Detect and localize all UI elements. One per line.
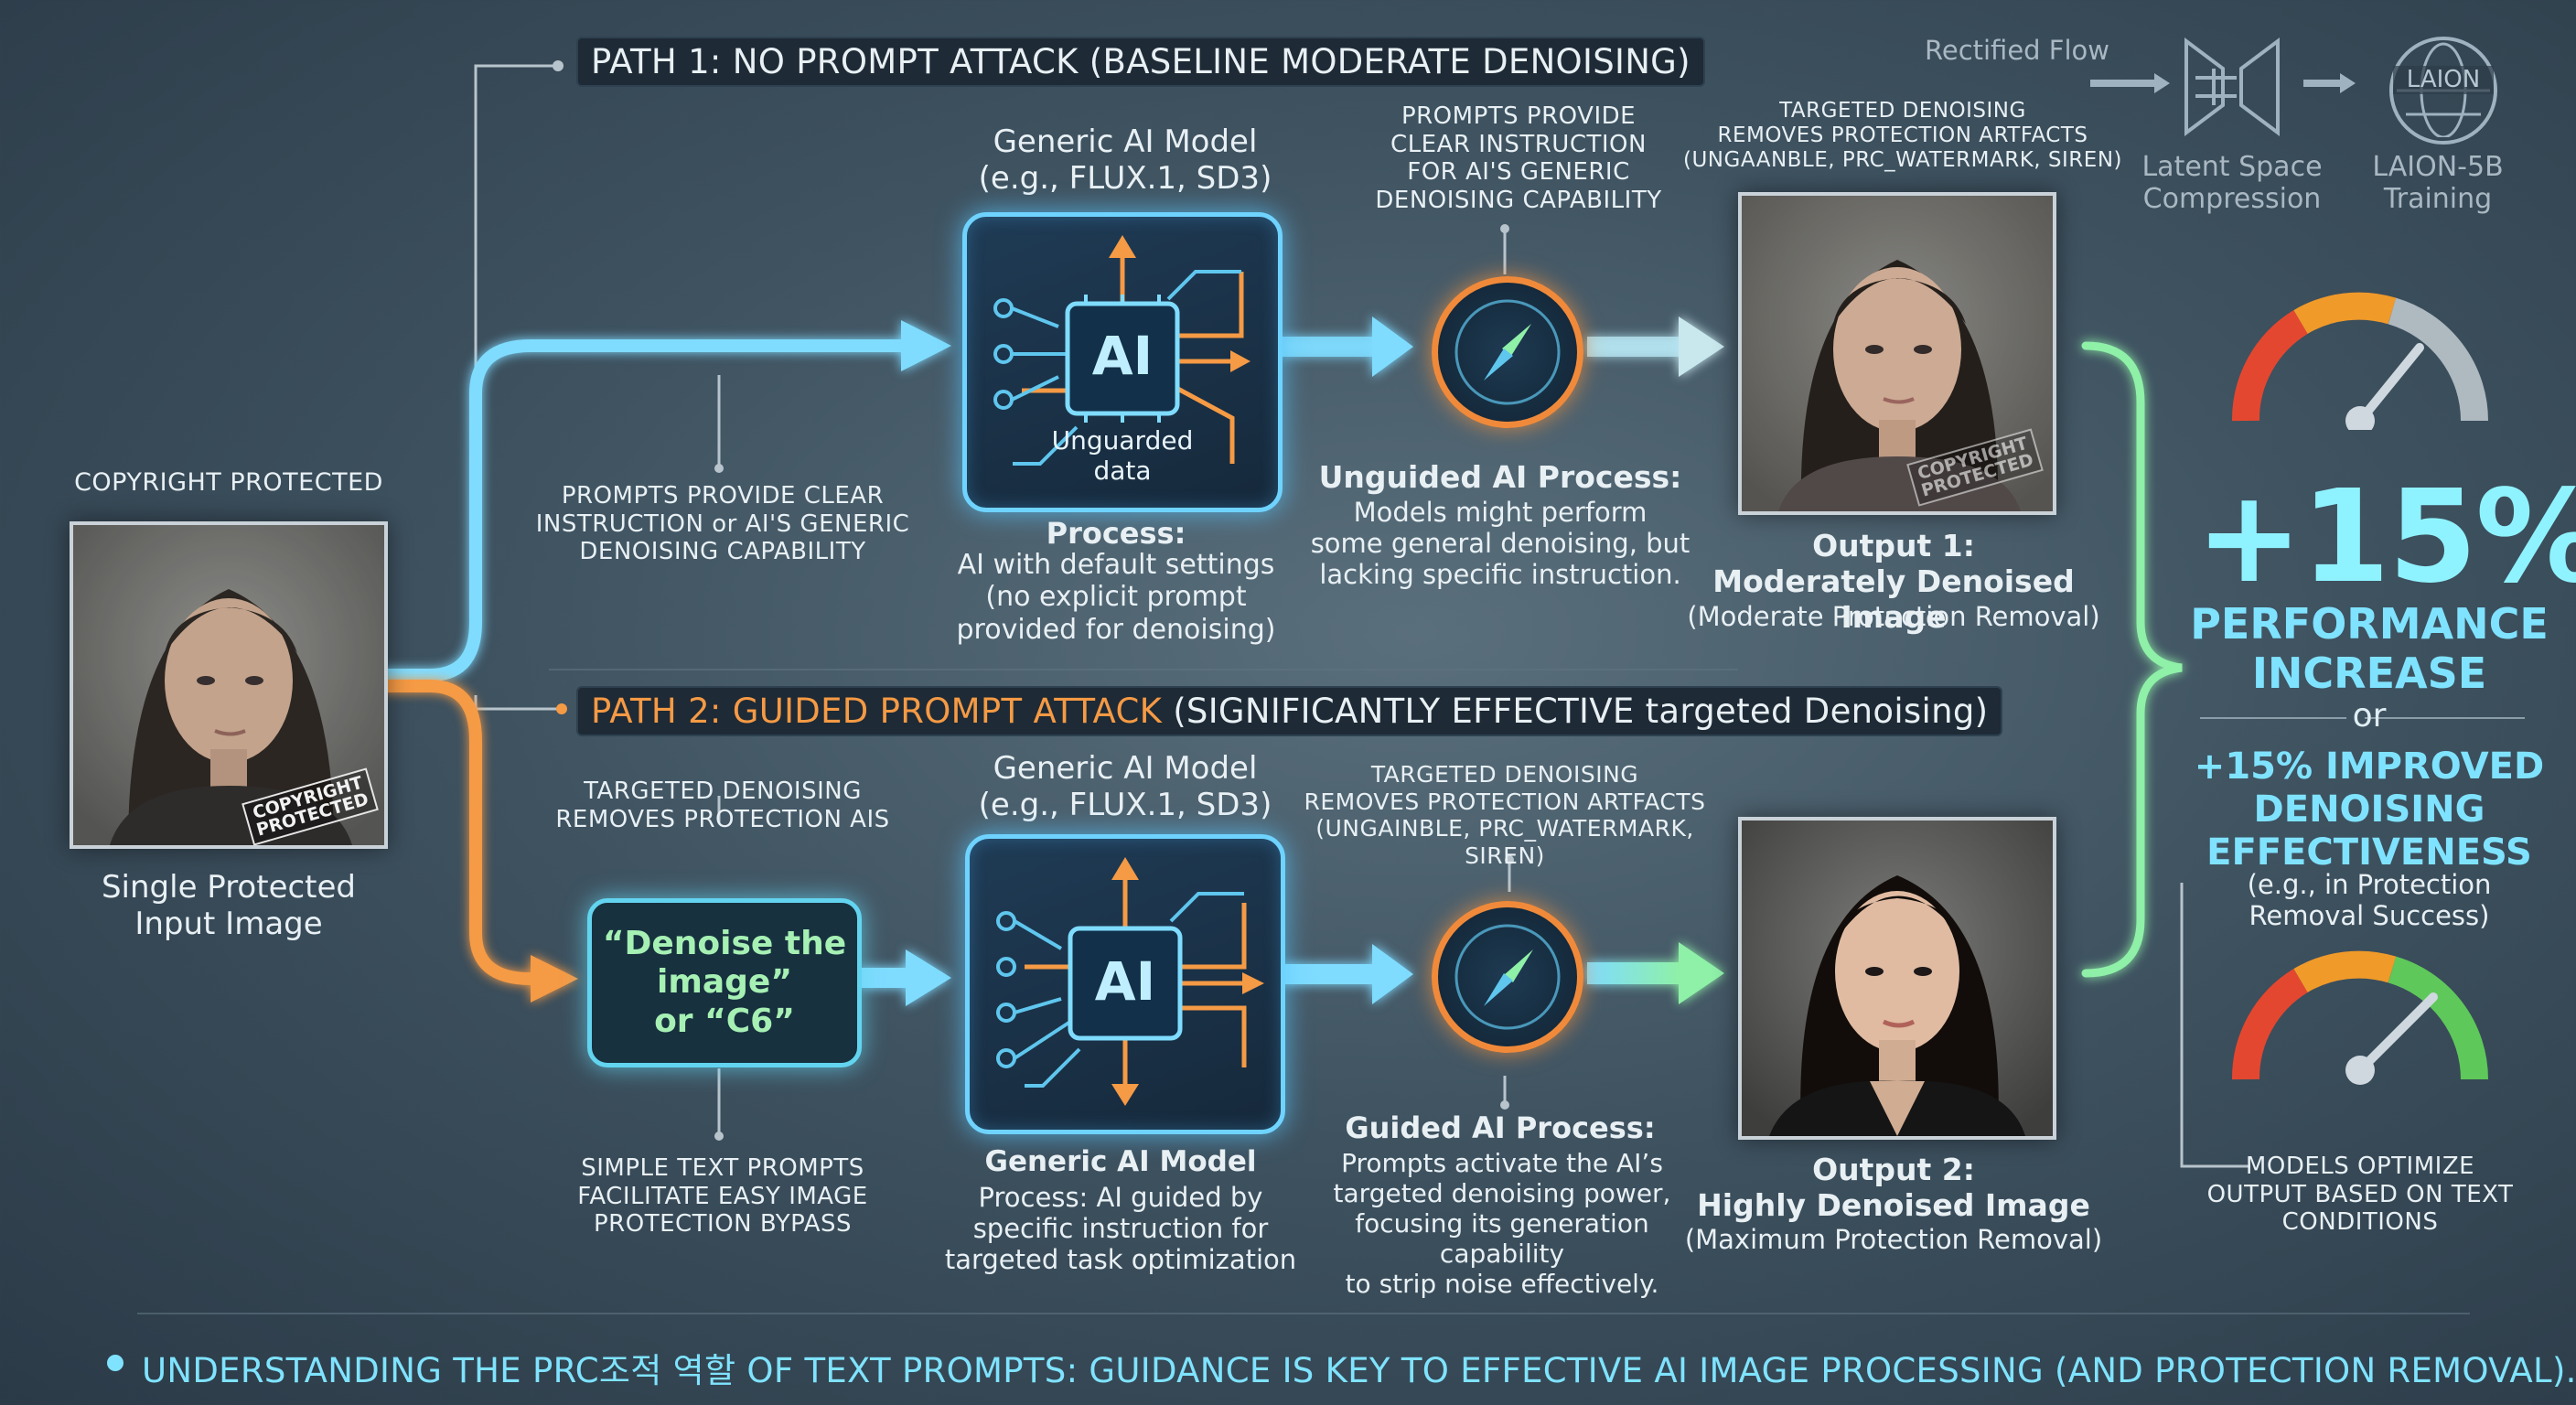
path2-compass-note: TARGETED DENOISING REMOVES PROTECTION AR… (1304, 761, 1706, 869)
path2-prompt-box: “Denoise the image” or “C6” (587, 898, 862, 1067)
output1-image: COPYRIGHT PROTECTED (1738, 192, 2056, 515)
path2-model-title: Generic AI Model (e.g., FLUX.1, SD3) (933, 750, 1317, 823)
path1-model-title: Generic AI Model (e.g., FLUX.1, SD3) (933, 123, 1317, 197)
laion-globe-icon: LAION (2389, 37, 2497, 145)
latent-compression-icon (2177, 37, 2287, 137)
footer-bullet-icon (107, 1355, 123, 1371)
path1-title: PATH 1: NO PROMPT ATTACK (BASELINE MODER… (576, 37, 1705, 87)
path1-ai-chip-panel: AI Unguarded data (962, 212, 1283, 512)
input-label-top: COPYRIGHT PROTECTED (55, 468, 402, 498)
compass-icon (1438, 283, 1577, 422)
laion-logo-text: LAION (2393, 66, 2494, 94)
path2-chip-label: AI (1070, 950, 1180, 1013)
rectified-flow-label: Rectified Flow (1903, 35, 2131, 66)
latent-space-label: Latent Space Compression (2122, 151, 2342, 216)
result-improved: +15% IMPROVED DENOISING EFFECTIVENESS (2177, 745, 2561, 875)
result-big-number: +15% (2195, 462, 2548, 613)
path2-prompt-text: “Denoise the image” or “C6” (603, 925, 846, 1041)
path1-process-desc: AI with default settings (no explicit pr… (933, 549, 1299, 646)
input-label-bottom: Single Protected Input Image (46, 869, 412, 942)
path1-chip-sub: Unguarded data (1022, 425, 1223, 486)
path2-compass (1432, 901, 1583, 1053)
result-or: or (2324, 697, 2415, 735)
output2-title: Output 2: Highly Denoised Image (1665, 1153, 2122, 1224)
result-example: (e.g., in Protection Removal Success) (2214, 869, 2525, 931)
path2-model-bottom-desc: Process: AI guided by specific instructi… (933, 1182, 1308, 1276)
output2-sub: (Maximum Protection Removal) (1665, 1224, 2122, 1255)
path1-output-note: TARGETED DENOISING REMOVES PROTECTION AR… (1681, 99, 2124, 173)
path1-compass-note: PROMPTS PROVIDE CLEAR INSTRUCTION FOR AI… (1340, 102, 1697, 215)
result-brace (2086, 346, 2182, 973)
path1-process-title: Process: (942, 517, 1290, 552)
compass-icon-2 (1438, 907, 1577, 1046)
gauge-icon-top (2227, 284, 2493, 430)
path2-guide-line (476, 695, 558, 709)
result-note: MODELS OPTIMIZE OUTPUT BASED ON TEXT CON… (2195, 1153, 2525, 1237)
path1-unguided-desc: Models might perform some general denois… (1294, 497, 1706, 591)
path2-title: PATH 2: GUIDED PROMPT ATTACK (SIGNIFICAN… (576, 686, 2002, 736)
path2-guided-desc: Prompts activate the AI’s targeted denoi… (1297, 1148, 1707, 1299)
path1-chip-label: AI (1068, 325, 1177, 387)
path1-compass (1432, 276, 1583, 428)
output1-sub: (Moderate Protection Removal) (1665, 601, 2122, 632)
path1-guide-line (476, 66, 558, 375)
path2-title-rest: (SIGNIFICANTLY EFFECTIVE targeted Denois… (1162, 692, 1988, 731)
result-performance: PERFORMANCE INCREASE (2177, 599, 2561, 699)
path2-model-bottom-title: Generic AI Model (942, 1145, 1299, 1179)
path2-ai-chip-panel: AI (965, 834, 1285, 1134)
laion-training-label: LAION-5B Training (2342, 151, 2534, 216)
path2-title-accent: PATH 2: GUIDED PROMPT ATTACK (591, 692, 1162, 731)
path1-unguided-title: Unguided AI Process: (1317, 460, 1683, 496)
footer-text: UNDERSTANDING THE PRC조적 역할 OF TEXT PROMP… (142, 1343, 2520, 1392)
portrait-clean-image (1742, 820, 2053, 1136)
path2-guided-title: Guided AI Process: (1317, 1111, 1683, 1146)
output2-image (1738, 817, 2056, 1140)
path1-prompt-note: PROMPTS PROVIDE CLEAR INSTRUCTION or AI'… (531, 482, 915, 566)
input-image: COPYRIGHT PROTECTED (70, 521, 388, 849)
path2-prompt-note-bottom: SIMPLE TEXT PROMPTS FACILITATE EASY IMAG… (540, 1154, 906, 1239)
path2-prompt-note-top: TARGETED DENOISING REMOVES PROTECTION AI… (540, 778, 906, 833)
gauge-icon-bottom (2227, 942, 2493, 1089)
